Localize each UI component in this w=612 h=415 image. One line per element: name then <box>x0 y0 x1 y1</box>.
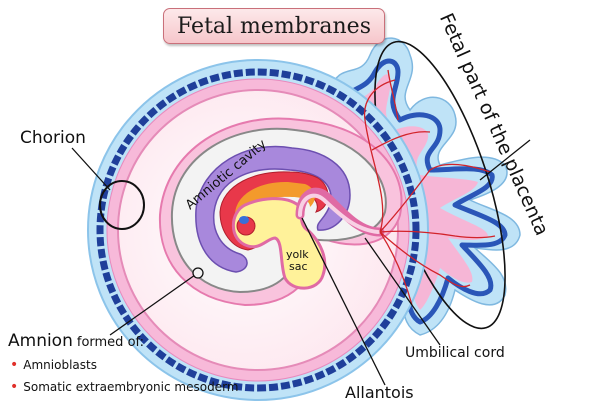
connecting-stalk-inner <box>298 193 380 234</box>
chorion-marker <box>99 180 145 230</box>
vessel <box>387 69 399 121</box>
umbilical-vessels <box>363 69 496 306</box>
allantois-leader <box>301 217 386 386</box>
amnion <box>158 117 403 307</box>
yolk-sac-label-line1: yolk <box>286 248 309 261</box>
bullet-dot-icon: • <box>10 379 19 395</box>
amniotic-cavity-purple <box>195 145 351 273</box>
umbilical-cord-label: Umbilical cord <box>405 345 505 361</box>
amnion-components-list: • Amnioblasts • Somatic extraembryonic mes… <box>10 356 238 400</box>
villi-dark-core <box>337 58 508 325</box>
umbilical-cord-leader <box>364 237 441 346</box>
amnion-component: Somatic extraembryonic mesoderm <box>23 380 239 394</box>
vessel <box>363 79 396 233</box>
amnion-component: Amnioblasts <box>23 358 97 372</box>
chorion-cytotrophoblast <box>96 68 420 392</box>
vessel <box>379 230 496 239</box>
leader-lines <box>71 139 531 386</box>
vessel <box>379 231 471 288</box>
embryo-blue-spot <box>239 216 249 224</box>
list-item: • Amnioblasts <box>10 356 238 378</box>
amnion-pointer <box>192 267 204 279</box>
vessel <box>379 163 491 233</box>
vessel <box>371 131 431 151</box>
page-title: Fetal membranes <box>163 8 385 44</box>
allantois-label: Allantois <box>345 383 414 402</box>
bullet-dot-icon: • <box>10 357 19 373</box>
amnion-formed-of: formed of: <box>76 335 145 350</box>
chorion-label: Chorion <box>20 128 86 148</box>
amnion-label: Amnion <box>8 331 73 351</box>
placenta-leader <box>479 139 531 181</box>
embryo-orange <box>235 181 315 242</box>
list-item: • Somatic extraembryonic mesoderm <box>10 378 238 400</box>
chorion-leader <box>71 147 111 191</box>
amnion-leader <box>109 274 196 336</box>
yolk-sac-label-line2: sac <box>289 260 308 273</box>
vessel <box>379 231 413 306</box>
